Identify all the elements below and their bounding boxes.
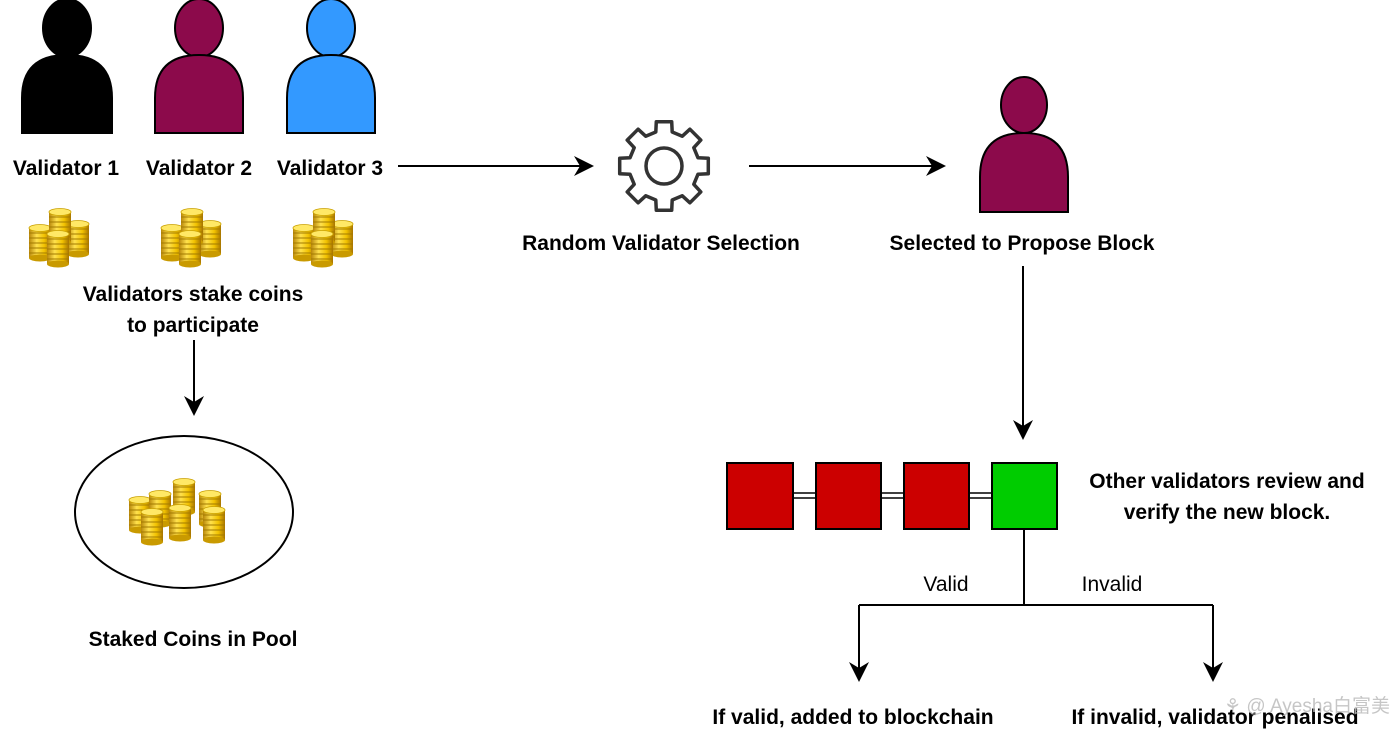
selection-label: Random Validator Selection	[522, 232, 800, 255]
validator-2-label: Validator 2	[146, 157, 252, 180]
validator-3-person-icon	[286, 0, 376, 134]
validator-1-coins-icon	[28, 208, 90, 268]
branch-connectors	[859, 529, 1213, 606]
review-line-2: verify the new block.	[1124, 501, 1331, 524]
watermark: ⚘ @ Ayesha白富美	[1224, 695, 1390, 717]
new-block	[991, 462, 1058, 530]
chain-block-3	[903, 462, 970, 530]
stake-caption-line-1: Validators stake coins	[83, 283, 304, 306]
validator-3-label: Validator 3	[277, 157, 383, 180]
validator-1-label: Validator 1	[13, 157, 120, 180]
validator-3-coins-icon	[292, 208, 354, 268]
outcome-valid-label: If valid, added to blockchain	[712, 706, 993, 729]
branch-valid-label: Valid	[923, 573, 968, 596]
stake-caption-line-2: to participate	[127, 314, 259, 337]
outcome-invalid-label: If invalid, validator penalised	[1071, 706, 1358, 729]
validator-2-coins-icon	[160, 208, 222, 268]
blockchain	[726, 462, 1058, 530]
chain-block-2	[815, 462, 882, 530]
selected-label: Selected to Propose Block	[890, 232, 1155, 255]
pool-label: Staked Coins in Pool	[89, 628, 298, 651]
chain-block-1	[726, 462, 794, 530]
validator-1-person-icon	[21, 0, 113, 134]
gear-icon	[617, 119, 711, 213]
selected-validator-person-icon	[979, 76, 1069, 213]
review-line-1: Other validators review and	[1089, 470, 1364, 493]
validator-2-person-icon	[154, 0, 244, 134]
branch-invalid-label: Invalid	[1082, 573, 1143, 596]
